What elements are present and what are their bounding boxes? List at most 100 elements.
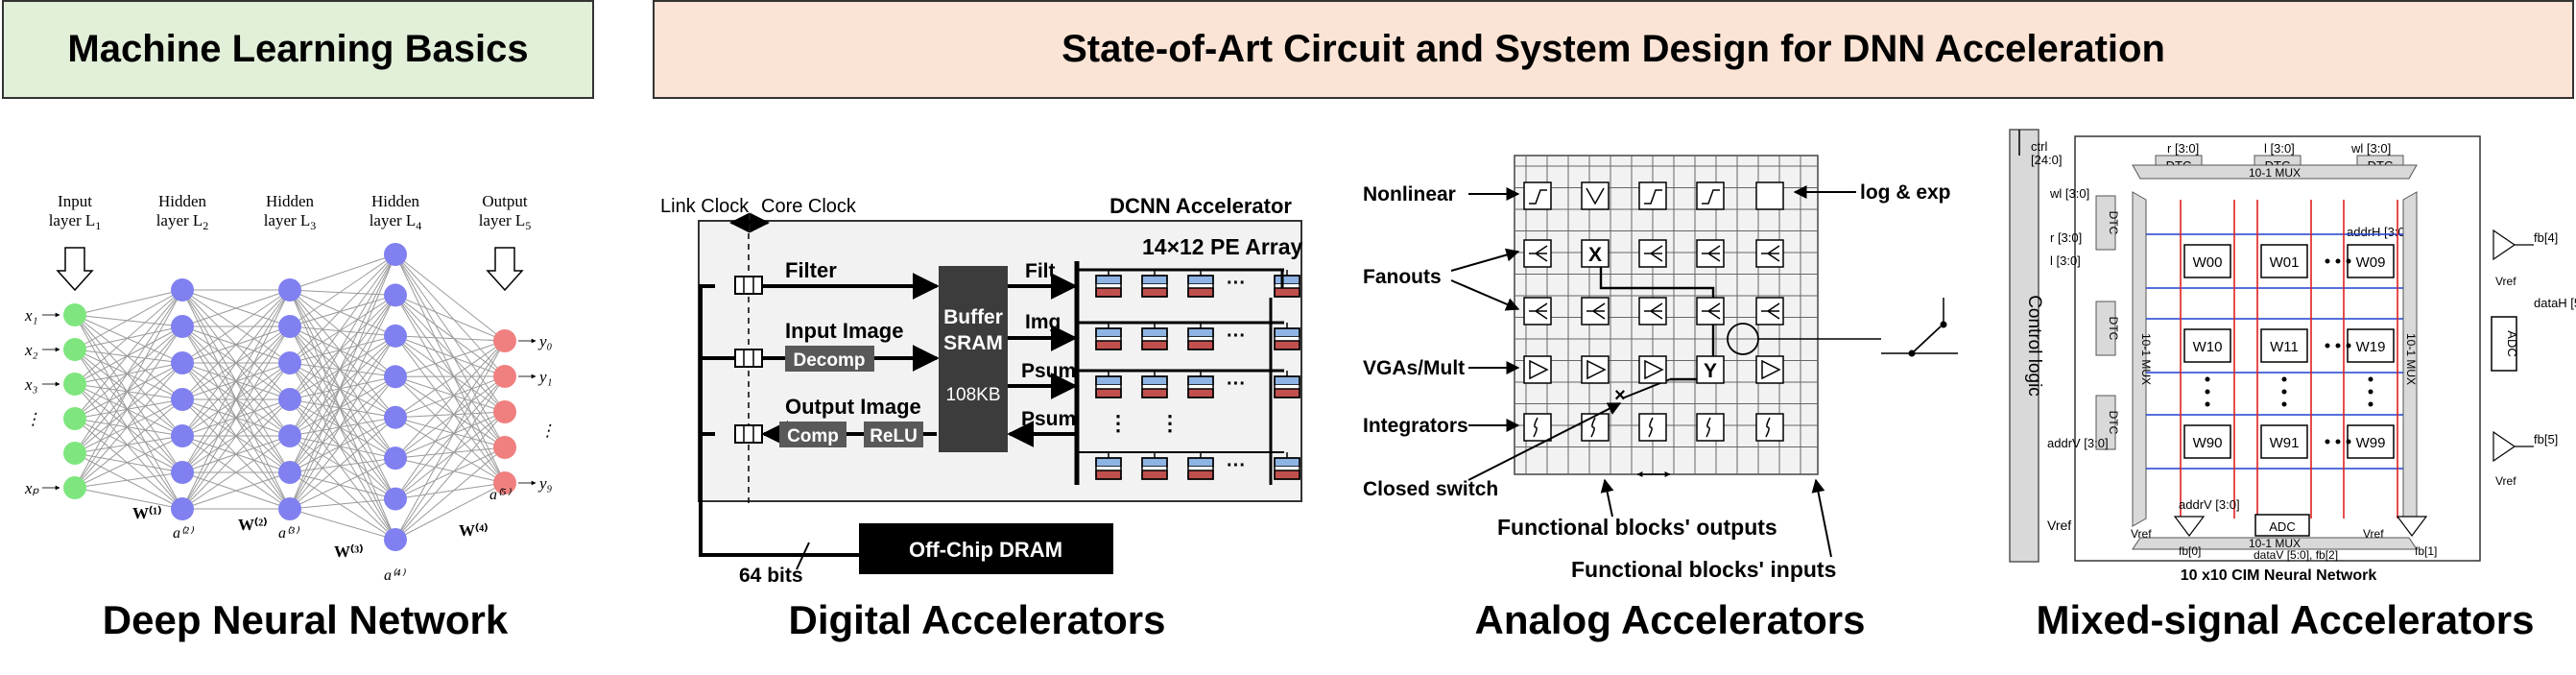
dnn-neuron [63,373,86,396]
dnn-edge [394,411,506,459]
dnn-input-label: xₚ [24,479,40,497]
analog-block-glyph [1644,302,1663,320]
analog-functional-block [1581,181,1610,210]
log-exp-label: log & exp [1860,181,1951,204]
dnn-nodes [63,243,516,551]
header-right-text: State-of-Art Circuit and System Design f… [1061,28,2165,70]
dnn-edge [181,362,291,510]
fb5-label: fb[5] [2534,432,2558,446]
fanouts-label: Fanouts [1363,266,1442,288]
cim-cell [2183,244,2231,278]
pe-cell-mid [1142,385,1167,389]
dnn-edge [289,457,396,510]
dnn-edge [74,325,183,385]
cim-cell [2260,328,2308,363]
dnn-neuron [63,407,86,430]
analog-block-glyph [1761,245,1780,262]
pe-cell-top [1141,457,1168,468]
outputs-arrow [1600,478,1614,518]
core-clock-label: Core Clock [761,196,857,217]
pe-cell-bottom [1141,340,1168,350]
pe-cell-top [1095,327,1122,338]
dnn-neuron [384,487,407,511]
mux-right-label: 10-1 MUX [2404,333,2418,385]
dnn-neuron [384,528,407,551]
analog-block-glyph [1765,417,1771,438]
dnn-output-label: y₁ [537,368,552,386]
dnn-output-label: y₉ [537,474,553,493]
dnn-layer-label: Input [58,192,92,210]
dnn-neuron [171,278,194,301]
cim-cell-label: W01 [2270,254,2300,271]
dnn-neuron [63,476,86,499]
dtc-left-block [2095,395,2116,450]
pe-cell [1141,457,1168,480]
functional-inputs-label: Functional blocks' inputs [1571,557,1836,582]
pe-ellipsis: ··· [1227,374,1246,395]
dtc-left-block [2095,195,2116,251]
pe-cell-bottom [1095,388,1122,398]
cim-cell-label: W91 [2270,435,2300,451]
dnn-edge [289,289,396,377]
dnn-input-label: x₂ [24,341,38,359]
decomp-label: Decomp [794,350,866,371]
dnn-io-arrow [486,247,524,292]
r-left-label: r [3:0] [2050,230,2082,245]
dnn-edge [74,325,183,420]
pe-ellipsis: ··· [1227,455,1246,476]
dnn-edge [74,418,183,437]
analog-block-glyph [1644,359,1664,380]
dnn-edge [181,398,291,510]
dnn-edge [394,295,506,484]
analog-block-glyph [1529,245,1548,262]
cim-cell-label: W90 [2193,435,2223,451]
dnn-edge [74,398,183,454]
dnn-edge [74,314,183,327]
pe-cell [1187,375,1214,398]
caption-digital-accelerators: Digital Accelerators [788,597,1166,642]
dnn-neuron [171,315,194,338]
analog-block-glyph [1529,189,1547,205]
switch-detail [1881,298,1958,357]
img-label: Img [1025,311,1061,333]
dnn-edge [289,253,396,437]
dnn-weight-label: W⁽⁴⁾ [459,521,488,540]
sram-size-label: 108KB [945,385,1000,405]
header-left-text: Machine Learning Basics [67,28,529,70]
analog-block-glyph [1702,189,1720,205]
bus-slash [796,542,810,570]
pe-cell-bottom [1187,470,1214,480]
buffer-sram-block [939,266,1008,452]
dnn-edge [181,471,291,510]
pe-cell [1095,457,1122,480]
dnn-edge [394,446,506,500]
cim-ellipsis-dot [2368,401,2373,407]
pe-cell-bottom [1187,287,1214,298]
dnn-edge [289,398,396,499]
dnn-edge [289,295,396,437]
dnn-edge [289,417,396,437]
dnn-layer-label: Hidden [266,192,315,210]
filter-label: Filter [785,258,837,282]
dnn-edge [74,314,183,473]
pe-cell-top [1095,457,1122,468]
dnn-neuron [493,400,516,423]
vref-bottom-2: Vref [2363,527,2384,541]
dnn-neuron [171,461,194,484]
dnn-edge [289,295,396,510]
dnn-edge [394,335,506,484]
analog-block-glyph [1702,245,1721,262]
analog-blocks: XY [1523,181,1784,442]
dnn-output-label: ⋮ [539,422,556,440]
dnn-edge [74,383,183,510]
dnn-neuron [493,436,516,459]
dnn-edge [74,289,183,350]
dnn-edge [289,398,396,459]
dnn-edge [74,362,183,489]
dnn-edge [289,289,396,296]
pe-array-label: 14×12 PE Array [1142,234,1303,259]
dnn-edge [289,362,396,541]
dnn-edge [289,335,396,510]
